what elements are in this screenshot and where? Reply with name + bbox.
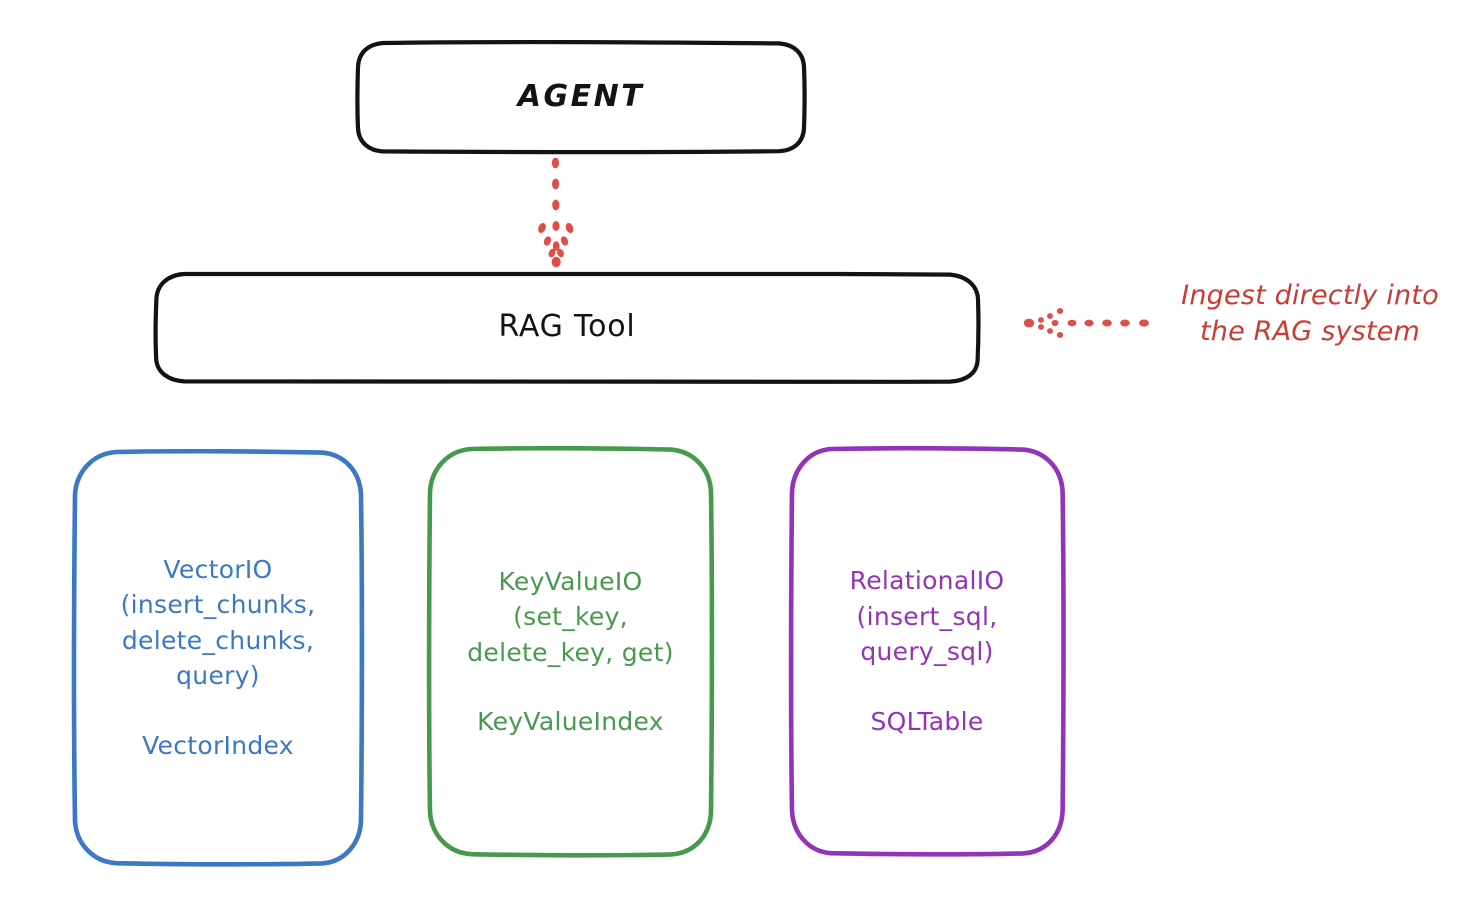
relational-io-node[interactable]: RelationalIO (insert_sql, query_sql) SQL…: [788, 445, 1066, 857]
relational-io-api-label: RelationalIO (insert_sql, query_sql): [849, 566, 1005, 666]
relational-io-index-label: SQLTable: [870, 706, 984, 736]
key-value-io-api-label: KeyValueIO (set_key, delete_key, get): [467, 566, 674, 667]
key-value-io-node-label: KeyValueIO (set_key, delete_key, get) Ke…: [461, 528, 680, 775]
rag-tool-node[interactable]: RAG Tool: [153, 270, 981, 385]
rag-tool-node-label: RAG Tool: [498, 309, 636, 345]
vector-io-api-label: VectorIO (insert_chunks, delete_chunks, …: [120, 554, 316, 691]
vector-io-node-label: VectorIO (insert_chunks, delete_chunks, …: [115, 516, 322, 799]
agent-node[interactable]: AGENT: [355, 39, 807, 155]
vector-io-node[interactable]: VectorIO (insert_chunks, delete_chunks, …: [71, 448, 365, 867]
ingest-annotation-label: Ingest directly into the RAG system: [1181, 280, 1439, 348]
key-value-io-node[interactable]: KeyValueIO (set_key, delete_key, get) Ke…: [426, 445, 715, 858]
agent-to-rag-tool-arrow: [538, 157, 574, 268]
relational-io-node-label: RelationalIO (insert_sql, query_sql) SQL…: [844, 528, 1011, 775]
agent-node-label: AGENT: [517, 79, 645, 115]
ingest-into-rag-arrow: [1023, 308, 1149, 338]
key-value-io-index-label: KeyValueIndex: [477, 707, 664, 736]
vector-io-index-label: VectorIndex: [142, 730, 294, 760]
